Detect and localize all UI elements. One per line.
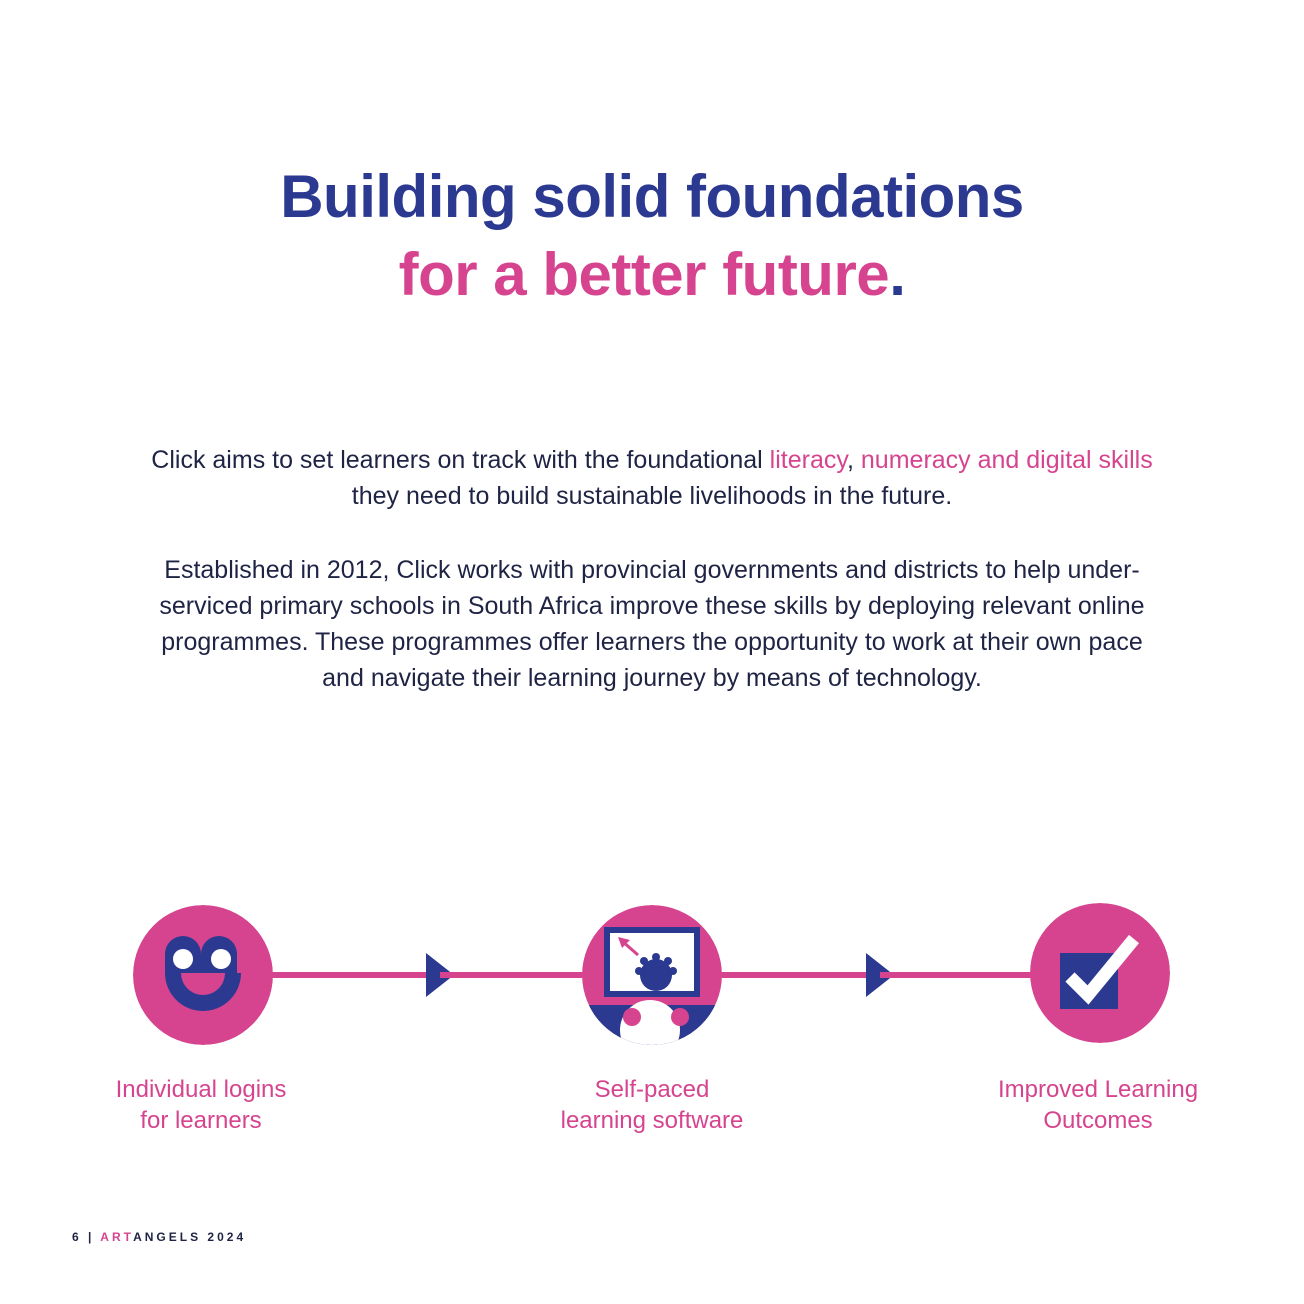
page-headline: Building solid foundations for a better … [0,158,1304,314]
page-number: 6 [72,1230,82,1244]
footer-brand-accent: ART [100,1230,134,1244]
step-label-outcomes: Improved Learning Outcomes [938,1074,1258,1136]
intro-text-1: Click aims to set learners on track with… [151,446,770,474]
headline-line-1: Building solid foundations [280,163,1024,230]
headline-period: . [889,241,906,308]
step-label-line: learning software [560,1107,744,1134]
learner-computer-icon [582,905,722,1045]
step-label-line: for learners [140,1107,262,1134]
connector-line-2 [440,972,590,978]
headline-line-2-text: for a better future [398,241,890,308]
page-footer: 6 | ARTANGELS 2024 [72,1230,246,1244]
intro-separator: , [847,446,861,474]
intro-paragraph: Click aims to set learners on track with… [150,442,1154,514]
step-label-line: Improved Learning [997,1076,1199,1103]
connector-line-1 [270,972,440,978]
intro-text-2: they need to build sustainable livelihoo… [351,482,953,510]
intro-highlight-skills: numeracy and digital skills [860,446,1153,474]
headline-line-2: for a better future. [0,236,1304,314]
footer-divider: | [88,1230,95,1244]
footer-year: 2024 [207,1230,247,1244]
intro-highlight-literacy: literacy [769,446,847,474]
background-paragraph: Established in 2012, Click works with pr… [159,556,1145,692]
connector-line-4 [880,972,1040,978]
step-label-software: Self-paced learning software [492,1074,812,1136]
footer-brand-rest: ANGELS [133,1230,202,1244]
checkbox-tick-icon [1030,903,1170,1043]
smiley-icon [133,905,273,1045]
step-label-line: Outcomes [1043,1107,1153,1134]
step-label-line: Individual logins [115,1076,287,1103]
connector-line-3 [716,972,876,978]
step-label-line: Self-paced [594,1076,710,1103]
step-label-logins: Individual logins for learners [41,1074,361,1136]
